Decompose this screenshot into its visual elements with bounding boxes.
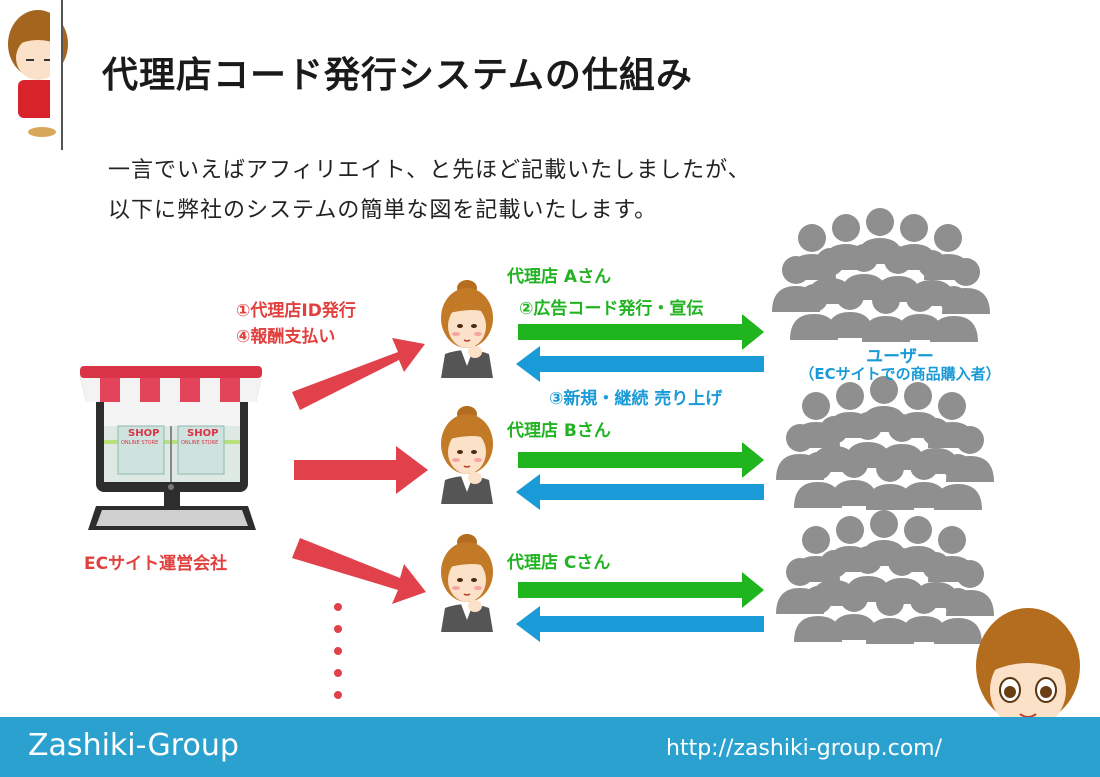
green-arrow-c (518, 572, 764, 608)
agent-a-name: 代理店 Aさん (507, 267, 612, 287)
ad-code-issue-label: ②広告コード発行・宣伝 (519, 299, 704, 319)
red-arrow-b (294, 446, 428, 494)
red-arrow-a (292, 338, 425, 410)
green-arrow-b (518, 442, 764, 478)
shop-sign-sub-right: ONLINE STORE (181, 440, 219, 446)
agent-c-name: 代理店 Cさん (507, 553, 611, 573)
footer-bar (0, 717, 1100, 777)
footer-url-link[interactable]: http://zashiki-group.com/ (666, 736, 943, 761)
agent-b-icon (440, 405, 494, 505)
agent-a-icon (440, 279, 494, 379)
blue-arrow-c (516, 606, 764, 642)
red-arrow-c (292, 538, 426, 604)
users-sublabel: （ECサイトでの商品購入者） (799, 365, 1001, 383)
issue-agent-id-label: ①代理店ID発行 (236, 301, 356, 321)
footer-brand: Zashiki-Group (28, 728, 239, 763)
sales-label: ③新規・継続 売り上げ (549, 389, 723, 409)
intro-line-2: 以下に弊社のシステムの簡単な図を記載いたします。 (108, 198, 658, 223)
mascot-top-icon (8, 0, 68, 150)
green-arrow-a (518, 314, 764, 350)
users-crowd-a-icon (772, 208, 990, 342)
agent-c-icon (440, 533, 494, 633)
blue-arrow-b (516, 474, 764, 510)
users-crowd-c-icon (776, 510, 994, 644)
shop-sign-sub-left: ONLINE STORE (121, 440, 159, 446)
intro-line-1: 一言でいえばアフィリエイト、と先ほど記載いたしましたが、 (108, 158, 751, 183)
ec-site-operator-label: ECサイト運営会社 (84, 554, 228, 574)
ec-site-computer-icon (80, 366, 262, 530)
blue-arrow-a (516, 346, 764, 382)
users-crowd-b-icon (776, 376, 994, 510)
pay-reward-label: ④報酬支払い (236, 327, 336, 347)
users-label: ユーザー (866, 347, 934, 367)
continuation-dots (334, 603, 342, 699)
agent-b-name: 代理店 Bさん (507, 421, 611, 441)
page-title: 代理店コード発行システムの仕組み (102, 55, 693, 96)
shop-sign-right: SHOP (187, 428, 219, 439)
shop-sign-left: SHOP (128, 428, 160, 439)
